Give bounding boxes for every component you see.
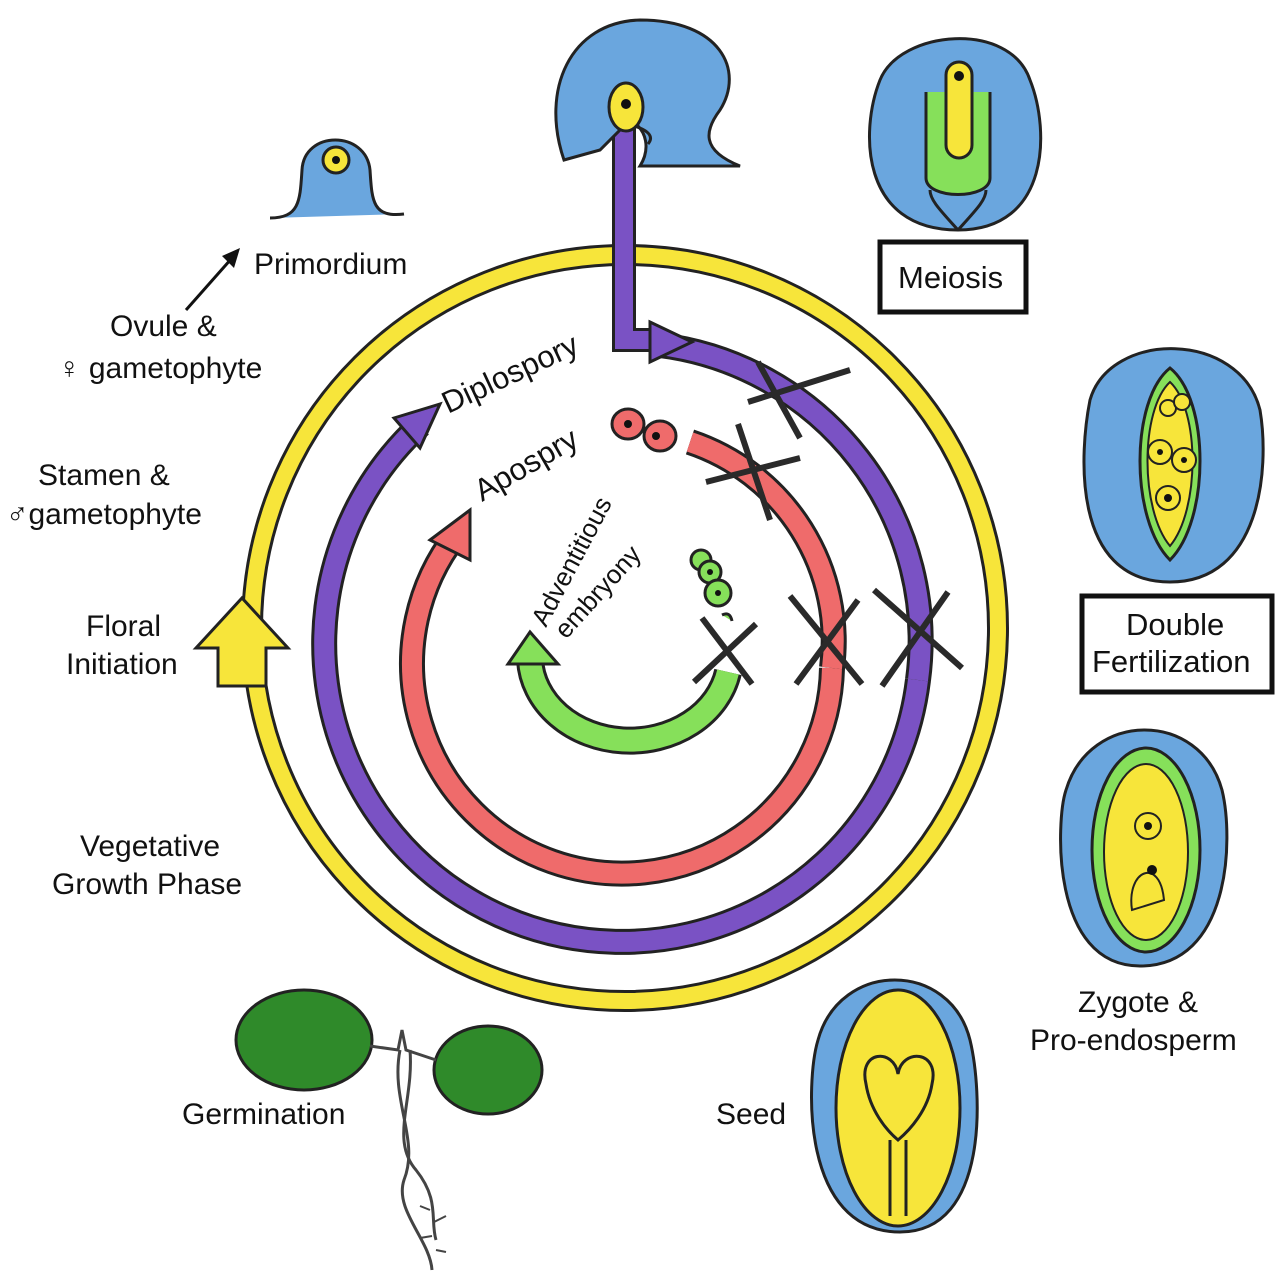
- zygote-ovule-illustration: [1059, 728, 1229, 968]
- stamen-label-line2: ♂gametophyte: [6, 498, 202, 531]
- double-fertilization-ovule-illustration: [1082, 347, 1265, 584]
- seed-illustration: [810, 978, 979, 1234]
- primordium-pointer-arrow: [184, 248, 240, 311]
- seed-label: Seed: [716, 1098, 786, 1131]
- meiosis-box: [877, 239, 1029, 315]
- cross-mark: [747, 360, 851, 440]
- adventitious-arrowhead: [505, 629, 562, 666]
- outer-life-cycle-ring: [241, 244, 1009, 1012]
- ovule-label-line2: ♀ gametophyte: [58, 352, 262, 385]
- germination-label: Germination: [182, 1098, 345, 1131]
- apospory-cells: [610, 407, 678, 453]
- top-ovule-illustration: [554, 18, 741, 168]
- floral-label-line1: Floral: [86, 610, 161, 643]
- zygote-label-line1: Zygote &: [1078, 986, 1198, 1019]
- primordium-label: Primordium: [254, 248, 407, 281]
- floral-initiation-arrow: [192, 595, 292, 688]
- diplospory-entry-path: [612, 110, 696, 365]
- germination-seedling-illustration: [234, 988, 544, 1271]
- ovule-label-line1: Ovule &: [110, 310, 217, 343]
- double-fertilization-label-line2: Fertilization: [1092, 644, 1251, 679]
- vegetative-label-line1: Vegetative: [80, 830, 220, 863]
- adventitious-pathway-arc: [505, 629, 742, 755]
- meiosis-label: Meiosis: [898, 260, 1003, 295]
- double-fertilization-label-line1: Double: [1126, 607, 1224, 642]
- diplospory-label: Diplospory: [436, 327, 584, 421]
- vegetative-label-line2: Growth Phase: [52, 868, 242, 901]
- stamen-label-line1: Stamen &: [38, 459, 170, 492]
- blocked-marks: [691, 360, 964, 688]
- cross-mark: [705, 423, 801, 521]
- apospory-pathway-arc: [399, 429, 847, 887]
- apospory-arrowhead: [427, 507, 472, 563]
- primordium-illustration: [269, 138, 405, 220]
- cross-mark: [787, 594, 865, 686]
- apospry-label: Apospry: [468, 421, 584, 508]
- double-fertilization-box: [1079, 593, 1275, 695]
- diplospory-arrowhead: [391, 401, 443, 451]
- adventitious-cells: [689, 548, 734, 622]
- floral-label-line2: Initiation: [66, 648, 178, 681]
- cross-mark: [691, 616, 759, 686]
- cross-mark: [872, 587, 964, 688]
- meiosis-ovule-illustration: [867, 37, 1043, 232]
- diplospory-pathway-arc: [311, 332, 934, 955]
- zygote-label-line2: Pro-endosperm: [1030, 1024, 1237, 1057]
